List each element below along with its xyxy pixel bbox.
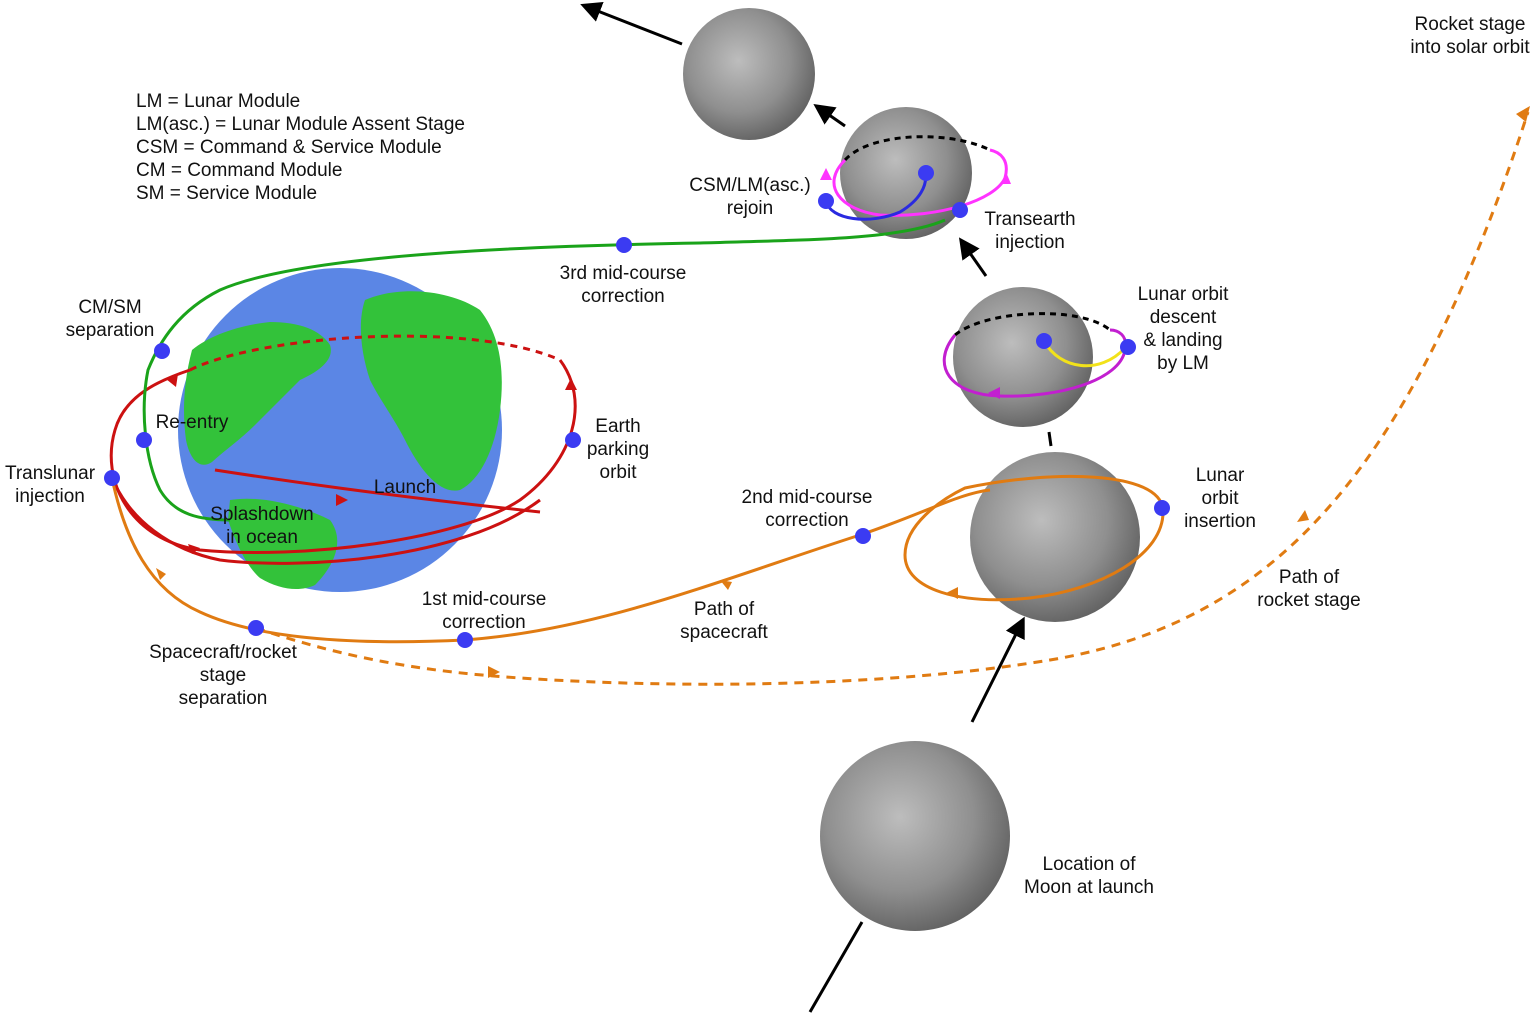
earth-land-europe-africa (360, 291, 502, 491)
moon-arrow-to-rejoin (958, 237, 988, 277)
earth (178, 268, 502, 592)
dot-earth-parking-orbit (565, 432, 581, 448)
lunar-descent-orbit (942, 312, 1128, 399)
dot-landing (1036, 333, 1052, 349)
moon-lunar-orbit-insertion (970, 452, 1140, 622)
moon-descent-landing (953, 287, 1093, 427)
dot-translunar-injection (104, 470, 120, 486)
moon-arrow-top (580, 2, 683, 46)
translunar-loop (110, 477, 541, 565)
event-markers (104, 165, 1170, 648)
label-reentry: Re-entry (155, 412, 229, 433)
label-csm-lm-rejoin: CSM/LM(asc.)rejoin (689, 175, 811, 219)
rejoin-arrowhead-left (820, 168, 832, 180)
dot-third-midcourse (616, 237, 632, 253)
translunar-arrowhead (188, 544, 200, 554)
dot-transearth-injection (952, 202, 968, 218)
descent-arrowhead (988, 387, 1000, 399)
parking-orbit-arrowhead-left (166, 374, 178, 387)
spacecraft-arrowhead-mid (720, 580, 732, 590)
dot-rejoin-start (918, 165, 934, 181)
dot-rejoin (818, 193, 834, 209)
parking-orbit-arrowhead (565, 378, 577, 390)
return-path (142, 218, 946, 522)
parking-orbit-front (109, 359, 577, 555)
spacecraft-arrowhead-left (156, 568, 166, 580)
moon-at-launch (820, 741, 1010, 931)
label-launch: Launch (373, 477, 437, 498)
rocket-stage-arrowhead-right (1297, 510, 1309, 522)
rocket-stage-path (255, 111, 1530, 686)
moon-arrow-bottom-tail (808, 921, 864, 1013)
lunar-orbit-insertion-loop (903, 475, 1165, 602)
moon-departure (683, 8, 815, 140)
legend-item: CSM = Command & Service Module (136, 137, 442, 158)
moon-arrow-to-departure (813, 104, 846, 128)
lunar-orbit-arrowhead (946, 587, 958, 599)
legend-item: LM = Lunar Module (136, 91, 301, 112)
rejoin-orbit (820, 135, 1011, 221)
earth-land-south-america (228, 498, 338, 590)
dot-descent (1120, 339, 1136, 355)
moon-arrow-dash (1047, 431, 1053, 447)
moons (683, 8, 1140, 931)
launch-track (214, 468, 541, 514)
legend-item: SM = Service Module (136, 183, 318, 204)
legend: LM = Lunar Module LM(asc.) = Lunar Modul… (136, 90, 465, 205)
moon-motion-arrows (580, 2, 1053, 1013)
moon-rejoin (840, 107, 972, 239)
dot-reentry (136, 432, 152, 448)
launch-arrowhead (336, 494, 348, 506)
dot-lunar-orbit-insertion (1154, 500, 1170, 516)
legend-item: CM = Command Module (136, 160, 343, 181)
moon-arrow-to-insertion (970, 616, 1025, 723)
rocket-stage-arrowhead-mid (488, 666, 500, 678)
legend-item: LM(asc.) = Lunar Module Assent Stage (136, 114, 465, 135)
earth-parking-orbit (109, 334, 577, 565)
rocket-stage-arrowhead-top (1516, 106, 1530, 122)
dot-second-midcourse (855, 528, 871, 544)
earth-land-north-america (184, 322, 331, 465)
dot-first-midcourse (457, 632, 473, 648)
dot-cm-sm-separation (154, 343, 170, 359)
rejoin-arrowhead (1001, 172, 1011, 184)
dot-separation (248, 620, 264, 636)
